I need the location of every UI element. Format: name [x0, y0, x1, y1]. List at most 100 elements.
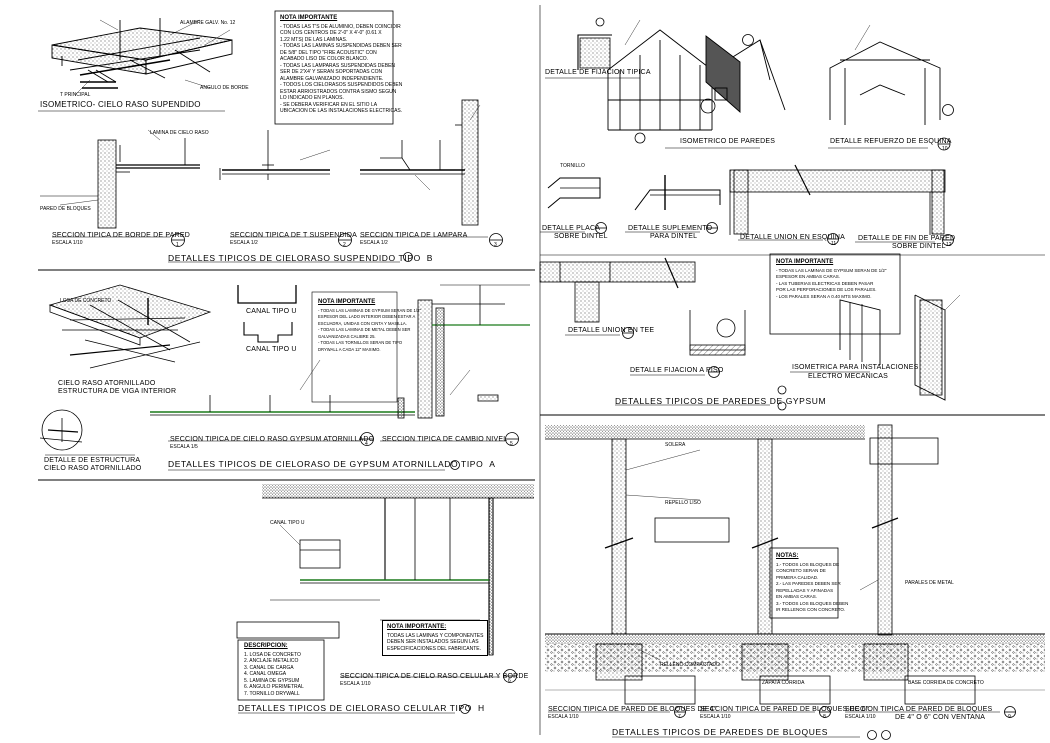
callout-alambre: ALAMBRE GALV. No. 12 [180, 20, 236, 26]
marker-10: 10 [942, 146, 948, 152]
caption-bloques-6: SECCION TIPICA DE PARED DE BLOQUES DE 6" [700, 706, 869, 713]
note-line: - TODAS LAS LAMINAS DE GYPSUM SERAN DE 1… [318, 307, 421, 313]
title-tipo-a: DETALLES TIPICOS DE CIELORASO DE GYPSUM … [168, 459, 496, 469]
desc-item: 2. ANCLAJE METALICO [244, 658, 299, 664]
note-line: CON LOS CENTROS DE 2'-0" X 4'-0" (0.61 X [280, 30, 382, 36]
note-line: DEBEN SER INSTALADOS SEGUN LAS [387, 639, 479, 645]
marker-8: 8 [823, 714, 826, 720]
desc-heading: DESCRIPCION: [244, 643, 288, 649]
desc-item: 3. CANAL DE CARGA [244, 664, 294, 671]
caption-canal-u1: CANAL TIPO U [246, 308, 297, 315]
caption-union-esquina: DETALLE UNION EN ESQUINA [740, 234, 846, 241]
title-tipo-b: DETALLES TIPICOS DE CIELORASO SUSPENDIDO… [168, 253, 433, 263]
caption-para-dintel: PARA DINTEL [650, 233, 698, 240]
iso-atornillado [48, 284, 212, 369]
caption-bloques-ventana2: DE 4" O 6" CON VENTANA [895, 714, 986, 721]
caption-sec-borde: SECCION TIPICA DE BORDE DE PARED [52, 232, 191, 239]
caption-suplemento: DETALLE SUPLEMENTO [628, 225, 713, 232]
section-borde-pared [40, 138, 200, 229]
note-line: ALAMBRE GALVANIZADO INDEPENDIENTE. [280, 75, 384, 82]
note-line: IR RELLENOS CON CONCRETO. [776, 607, 846, 612]
desc-list: DESCRIPCION: 1. LOSA DE CONCRETO 2. ANCL… [240, 640, 326, 698]
callout-tornillo: TORNILLO [560, 163, 585, 169]
callout-losa: LOSA DE CONCRETO [60, 298, 112, 304]
note-line: POR LAS PERFORACIONES DE LOS PARALES. [776, 287, 877, 292]
note-line: - LOS PARALES SERAN A 0.40 MTS MAXIMO. [776, 293, 872, 299]
note-line: TODAS LAS LAMINAS Y COMPONENTES [387, 632, 484, 639]
title-gypsum: DETALLES TIPICOS DE PAREDES DE GYPSUM [615, 396, 827, 406]
scale-6: ESCALA 1/10 [548, 714, 579, 720]
note-line: EN AMBAS CARAS. [776, 594, 818, 599]
note-heading: NOTA IMPORTANTE: [387, 624, 447, 630]
note-line: 2.- LAS PAREDES DEBEN SER [776, 581, 841, 586]
note-line: SER DE 2'X4' Y SERAN SOPORTADAS CON [280, 69, 383, 75]
desc-item: 4. CANAL OMEGA [244, 671, 287, 677]
caption-sobre-dintel: SOBRE DINTEL [554, 233, 608, 240]
note-bloques: NOTAS: 1.- TODOS LOS BLOQUES DE CONCRETO… [772, 550, 849, 617]
note-line: UBICACION DE LAS INSTALACIONES ELECTRICA… [280, 108, 403, 114]
title-tipo-h: DETALLES TIPICOS DE CIELORASO CELULAR TI… [238, 703, 485, 713]
scale-3: ESCALA 1/2 [360, 240, 388, 246]
caption-iso-cielo: ISOMETRICO- CIELO RASO SUPENDIDO [40, 100, 201, 109]
note-line: REPELLADAS Y AFINADAS [776, 587, 834, 593]
title-bloques: DETALLES TIPICOS DE PAREDES DE BLOQUES [612, 727, 828, 737]
note-line: ACABADO LISO DE COLOR BLANCO. [280, 56, 369, 62]
note-line: - TODAS LAS LAMINAS DE METAL DEBEN SER [318, 327, 411, 332]
note-instalaciones: NOTA IMPORTANTE - TODAS LAS LAMINAS DE G… [772, 256, 900, 303]
caption-bloques-ventana: SECCION TIPICA DE PARED DE BLOQUES [845, 706, 993, 713]
marker-4: 4 [365, 441, 368, 447]
caption-detalle-fijacion: DETALLE DE FIJACION TIPICA [545, 69, 651, 76]
note-line: - TODAS LAS TORNILLOS SERAN DE TIPO [318, 340, 403, 345]
caption-fijacion-piso: DETALLE FIJACION A PISO [630, 367, 724, 374]
scale-1: ESCALA 1/10 [52, 240, 83, 246]
note-line: - TODAS LAS LAMINAS SUSPENDIDAS DEBEN SE… [280, 43, 402, 49]
note-line: CONCRETO SERAN DE [776, 568, 826, 573]
marker-2: 2 [343, 242, 346, 248]
desc-item: 7. TORNILLO DRYWALL [244, 690, 300, 697]
note-heading: NOTA IMPORTANTE [318, 299, 376, 305]
caption-canal-u2: CANAL TIPO U [246, 346, 297, 353]
note-line: - TODAS LAS LAMPARAS SUSPENDIDAS DEBEN [280, 62, 396, 69]
marker-7: 7 [678, 714, 681, 720]
caption-sec-gypsum-atorn: SECCION TIPICA DE CIELO RASO GYPSUM ATOR… [170, 436, 375, 443]
note-line: PRIMERA CALIDAD. [776, 574, 819, 580]
marker-6: 6 [508, 678, 511, 684]
caption-cielo-atorn2: CIELO RASO ATORNILLADO [44, 465, 142, 472]
note-line: LO INDICADO EN PLANOS. [280, 95, 344, 101]
scale-5: ESCALA 1/10 [340, 681, 371, 687]
marker-12: 12 [946, 242, 952, 248]
callout-parales: PARALES DE METAL [905, 580, 954, 586]
note-line: - SE DEBERA VERIFICAR EN EL SITIO LA [280, 101, 378, 108]
caption-fin-pared: DETALLE DE FIN DE PARED [858, 235, 956, 242]
caption-sec-t: SECCION TIPICA DE T SUSPENDIDA [230, 232, 357, 239]
note-line: 1.22 MTS) DE LAS LAMINAS. [280, 36, 348, 43]
note-line: 3.- TODOS LOS BLOQUES DEBEN [776, 600, 849, 606]
note-heading: NOTAS: [776, 553, 799, 559]
caption-placa: DETALLE PLACA [542, 225, 601, 232]
caption-iso-instalaciones: ISOMETRICA PARA INSTALACIONES [792, 364, 919, 371]
caption-sobre-dintel2: SOBRE DINTEL [892, 243, 946, 250]
scale-7: ESCALA 1/10 [700, 714, 731, 720]
caption-sec-lampara: SECCION TIPICA DE LAMPARA [360, 232, 468, 239]
caption-cielo-atorn: CIELO RASO ATORNILLADO [58, 380, 156, 387]
callout-repello: REPELLO LISO [665, 500, 701, 506]
callout-t-principal: T PRINCIPAL [60, 92, 91, 98]
scale-8: ESCALA 1/10 [845, 714, 876, 720]
marker-11: 11 [831, 241, 837, 247]
note-line: - TODOS LOS CIELORASOS SUSPENDIDOS DEBEN [280, 82, 403, 88]
callout-canal: CANAL TIPO U [270, 520, 305, 526]
caption-electro-mecanicas: ELECTRO MECANICAS [808, 373, 889, 380]
caption-iso-paredes: ISOMETRICO DE PAREDES [680, 138, 776, 145]
iso-suspended-ceiling [51, 18, 233, 89]
desc-item: 6. ANGULO PERIMETRAL [244, 684, 304, 690]
caption-estructura: ESTRUCTURA DE VIGA INTERIOR [58, 388, 177, 395]
note-line: ESPECIFICACIONES DEL FABRICANTE. [387, 645, 482, 652]
note-line: - LAS TUBERIAS ELECTRICAS DEBEN PASAR [776, 280, 874, 286]
note-line: GALVANIZADAS CALIBRE 25. [318, 333, 376, 339]
callout-relleno: RELLENO COMPACTADO [660, 662, 720, 668]
note-gypsum: NOTA IMPORTANTE - TODAS LAS LAMINAS DE G… [314, 296, 421, 356]
scale-4: ESCALA 1/5 [170, 444, 198, 450]
note-line: - TODAS LAS LAMINAS DE GYPSUM SERAN DE 1… [776, 267, 887, 273]
